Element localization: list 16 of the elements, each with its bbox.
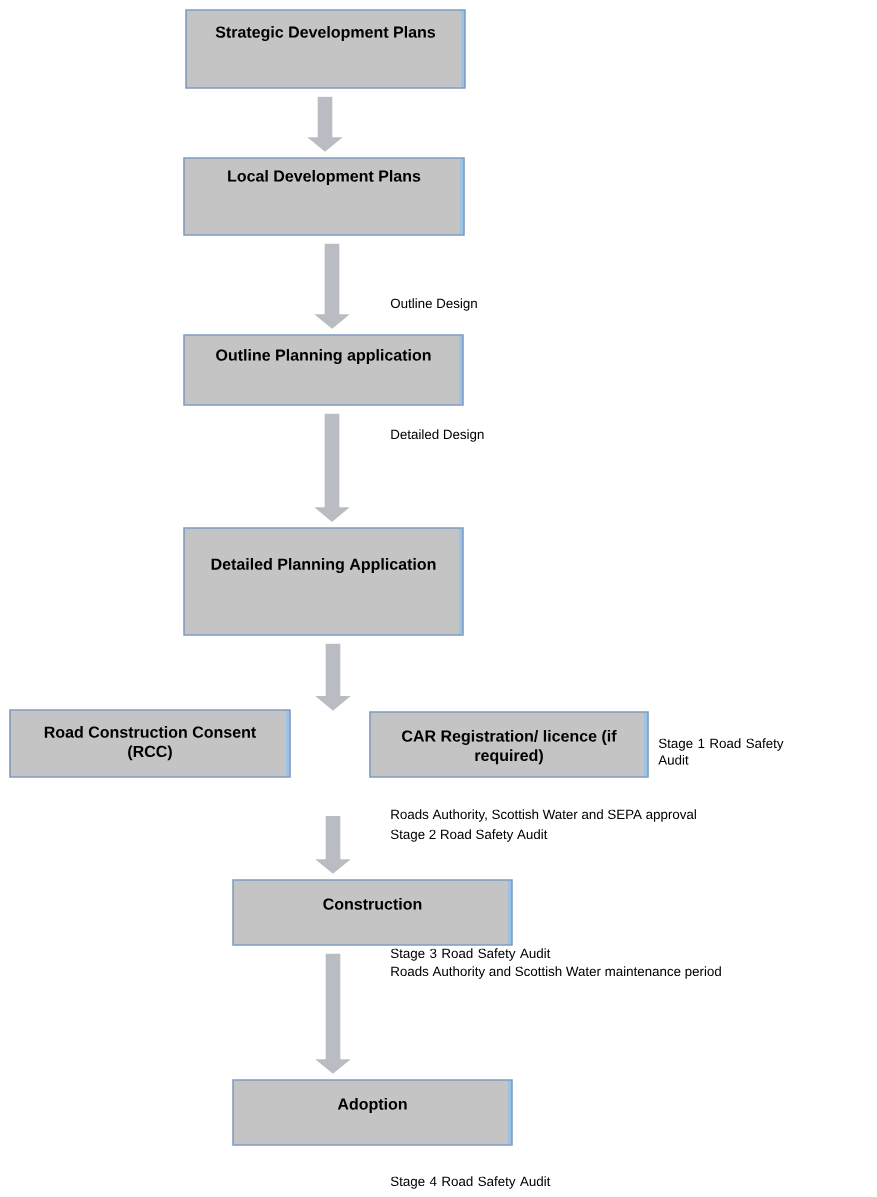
process-box: Strategic Development Plans xyxy=(185,9,466,89)
edge-label: Detailed Design xyxy=(391,429,484,442)
process-box: Road Construction Consent (RCC) xyxy=(9,709,291,778)
edge-label: Roads Authority, Scottish Water and SEPA approval xyxy=(391,809,696,822)
note-text: Stage 3 Road Safety Audit xyxy=(390,948,551,961)
note-text: Stage 2 Road Safety Audit xyxy=(390,829,548,842)
process-box: CAR Registration/ licence (if required) xyxy=(369,711,649,778)
process-box: Outline Planning application xyxy=(183,334,464,406)
note-text: Stage 4 Road Safety Audit xyxy=(390,1176,551,1189)
edge-label: Outline Design xyxy=(390,298,477,311)
process-box: Local Development Plans xyxy=(183,157,465,236)
edge-label: Roads Authority and Scottish Water maintenance period xyxy=(391,966,721,979)
process-box: Construction xyxy=(232,879,513,946)
note-text: Stage 1 Road Safety Audit xyxy=(658,738,784,765)
process-box: Detailed Planning Application xyxy=(183,527,464,636)
process-box: Adoption xyxy=(232,1079,513,1146)
